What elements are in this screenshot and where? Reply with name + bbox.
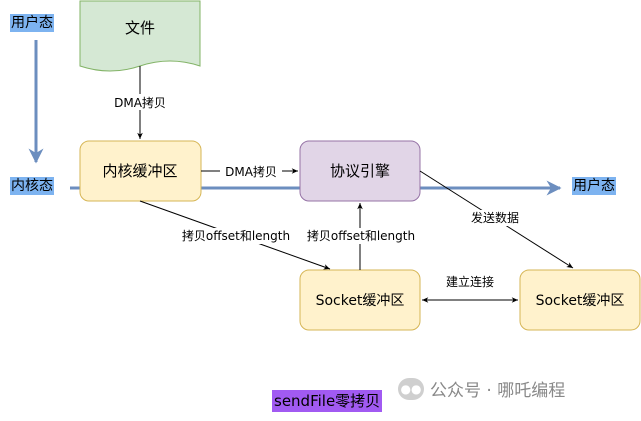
socket-buffer-left-label: Socket缓冲区 bbox=[316, 293, 405, 309]
edge-label-establish-connection: 建立连接 bbox=[446, 274, 494, 289]
socket-buffer-right-label: Socket缓冲区 bbox=[536, 293, 625, 309]
kernel-buffer-label: 内核缓冲区 bbox=[102, 162, 177, 180]
file-node bbox=[79, 0, 201, 72]
wechat-icon: ●● bbox=[398, 377, 424, 400]
socket-buffer-right-node bbox=[519, 269, 641, 331]
user-mode-top-label: 用户态 bbox=[10, 14, 54, 32]
edge-label-dma-copy-1: DMA拷贝 bbox=[114, 95, 166, 110]
diagram-caption: sendFile零拷贝 bbox=[272, 390, 383, 412]
user-mode-right-label: 用户态 bbox=[572, 177, 616, 195]
edge-label-copy-offset-length-1: 拷贝offset和length bbox=[182, 228, 290, 243]
kernel-mode-label: 内核态 bbox=[10, 177, 54, 195]
file-label: 文件 bbox=[125, 19, 155, 37]
watermark-text: 公众号 · 哪吒编程 bbox=[430, 381, 566, 401]
protocol-engine-label: 协议引擎 bbox=[330, 162, 390, 180]
edge-label-send-data: 发送数据 bbox=[471, 210, 519, 225]
watermark: ●● 公众号 · 哪吒编程 bbox=[398, 376, 565, 401]
edge-label-copy-offset-length-2: 拷贝offset和length bbox=[307, 228, 415, 243]
edge-label-dma-copy-2: DMA拷贝 bbox=[225, 164, 277, 179]
